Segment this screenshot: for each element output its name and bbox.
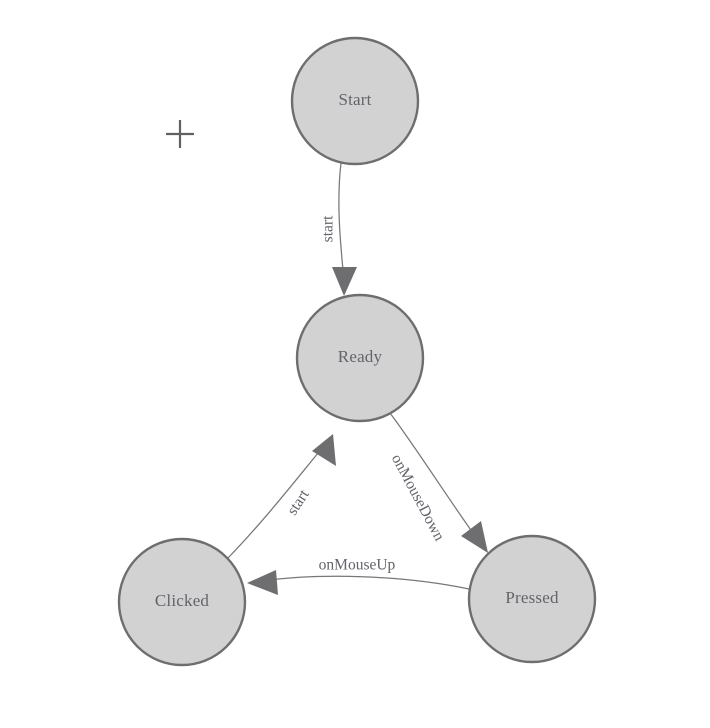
node-ready[interactable]: Ready	[295, 293, 425, 423]
node-clicked-label: Clicked	[155, 591, 210, 610]
edge-start-to-ready[interactable]: start	[320, 162, 357, 296]
edge-ready-to-pressed-arrowhead	[461, 521, 488, 553]
node-ready-circle[interactable]	[295, 293, 425, 423]
node-start-label: Start	[338, 90, 371, 109]
node-pressed[interactable]: Pressed	[467, 534, 597, 664]
edge-ready-to-pressed[interactable]: onMouseDown	[388, 412, 488, 553]
node-pressed-label: Pressed	[505, 588, 559, 607]
node-clicked-circle[interactable]	[117, 537, 247, 667]
edge-label-start-to-ready: start	[320, 215, 337, 242]
edge-ready-to-pressed-path	[389, 412, 479, 541]
edge-pressed-to-clicked-arrowhead	[247, 570, 278, 595]
node-start[interactable]: Start	[290, 36, 420, 166]
edge-start-to-ready-path	[338, 162, 345, 282]
edge-clicked-to-ready-path	[227, 446, 324, 559]
edge-clicked-to-ready[interactable]: start	[227, 434, 336, 559]
node-ready-label: Ready	[338, 347, 383, 366]
edge-label-clicked-to-ready: start	[284, 486, 313, 518]
node-clicked[interactable]: Clicked	[117, 537, 247, 667]
node-pressed-circle[interactable]	[467, 534, 597, 664]
crosshair-icon	[166, 120, 194, 148]
edge-label-ready-to-pressed: onMouseDown	[388, 451, 448, 544]
edge-label-pressed-to-clicked: onMouseUp	[319, 557, 396, 574]
edge-start-to-ready-arrowhead	[332, 267, 357, 296]
node-start-circle[interactable]	[290, 36, 420, 166]
edge-pressed-to-clicked[interactable]: onMouseUp	[247, 557, 470, 595]
edge-pressed-to-clicked-path	[261, 575, 470, 590]
edge-clicked-to-ready-arrowhead	[312, 434, 336, 466]
